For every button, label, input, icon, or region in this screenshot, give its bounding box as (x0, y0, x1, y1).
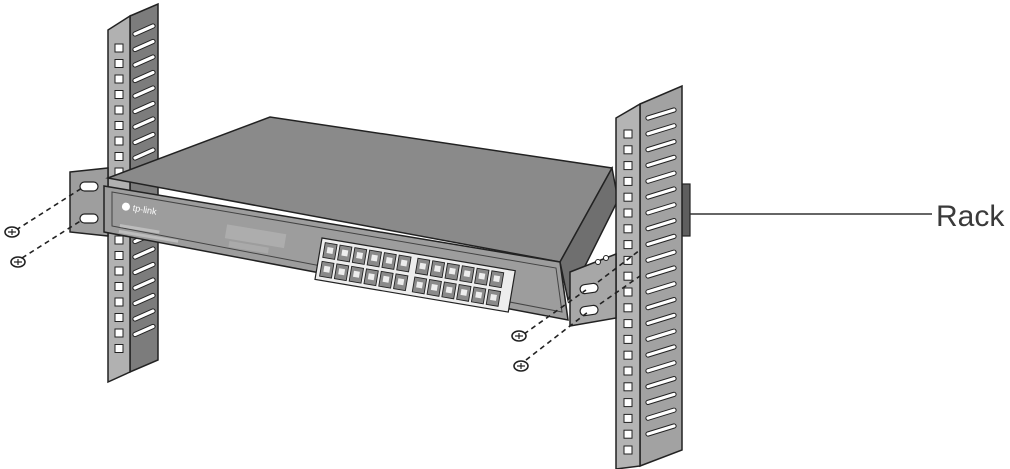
rack-slot (646, 377, 676, 389)
rack-hole (623, 366, 633, 376)
rack-slot (646, 155, 676, 167)
rack-slot (133, 55, 155, 67)
rack-slot (646, 203, 676, 215)
screw-bottom-left (10, 256, 26, 268)
network-switch: tp-link (103, 116, 619, 321)
rack-callout-label: Rack (936, 200, 1005, 233)
rack-hole (623, 240, 633, 250)
rack-hole (623, 398, 633, 408)
rack-slot (646, 329, 676, 341)
left-post-square-holes (114, 43, 124, 353)
rack-hole (623, 413, 633, 423)
left-post-slots (132, 23, 156, 338)
rack-slot (646, 345, 676, 357)
screw-top-right (511, 330, 527, 342)
rack-slot (133, 101, 155, 114)
rack-hole (114, 235, 124, 245)
rack-hole (623, 350, 633, 360)
rack-hole (623, 303, 633, 313)
rack-slot (133, 70, 155, 83)
right-rack-post (615, 84, 691, 469)
rack-hole (114, 297, 124, 307)
rack-slot (646, 108, 676, 120)
rack-hole (114, 313, 124, 322)
rack-hole (114, 328, 124, 338)
blurred-label-area (224, 224, 287, 254)
rack-hole (623, 429, 633, 439)
rack-hole (623, 271, 633, 281)
rack-hole (114, 105, 124, 115)
rack-slot (646, 361, 676, 373)
rack-slot (133, 247, 155, 259)
right-post-slots (645, 107, 677, 437)
right-mounting-bracket (569, 252, 617, 327)
rack-hole (623, 224, 633, 234)
rack-hole (114, 344, 124, 353)
rack-hole (623, 334, 633, 344)
brand-logo: tp-link (121, 202, 158, 217)
ethernet-ports (319, 242, 505, 307)
left-bracket-hole-upper (79, 181, 99, 192)
brand-logo-icon (121, 202, 130, 211)
rack-slot (646, 140, 676, 152)
rack-hole (114, 90, 124, 99)
rack-hole (114, 74, 124, 84)
rack-slot (646, 171, 676, 183)
rack-slot (646, 250, 676, 262)
rack-slot (646, 187, 676, 199)
rack-hole (623, 129, 633, 139)
rack-slot (133, 148, 155, 160)
rack-hole (623, 176, 633, 186)
rack-slot (646, 313, 676, 325)
rack-slot (133, 293, 155, 306)
rack-hole (623, 445, 633, 455)
rack-slot (133, 309, 155, 321)
rack-slot (646, 408, 676, 420)
right-post-square-holes (623, 129, 633, 455)
rack-slot (133, 132, 155, 145)
left-bracket-hole-lower (79, 213, 99, 224)
right-bracket-hole-lower (579, 304, 599, 317)
rack-hole (623, 192, 633, 202)
rack-slot (646, 266, 676, 278)
rack-slot (133, 39, 155, 52)
port-panel (314, 237, 516, 313)
left-rack-post (107, 2, 159, 384)
rack-hole (623, 287, 633, 297)
rack-hole (623, 319, 633, 329)
rack-slot (133, 324, 155, 337)
screw-top-left (4, 226, 20, 238)
rack-hole (114, 251, 124, 260)
rack-slot (133, 278, 155, 290)
rack-slot (133, 24, 155, 36)
rack-slot (133, 117, 155, 129)
rack-hole (623, 145, 633, 155)
rack-hole (114, 59, 124, 68)
rack-slot (133, 86, 155, 98)
screw-bottom-right (513, 360, 529, 372)
rack-slot (646, 124, 676, 136)
rack-hole (114, 282, 124, 291)
screw-guides (15, 187, 641, 361)
rack-hole (623, 382, 633, 392)
rack-slot (646, 282, 676, 294)
rack-hole (623, 208, 633, 218)
brand-logo-text: tp-link (132, 203, 158, 217)
rack-hole (623, 255, 633, 265)
left-mounting-bracket (69, 167, 109, 237)
model-text-placeholder (118, 224, 179, 243)
rack-slot (646, 298, 676, 310)
rack-hole (114, 121, 124, 130)
rack-slot (646, 424, 676, 436)
rack-hole (114, 152, 124, 161)
rack-slot (646, 234, 676, 246)
rack-hole (623, 161, 633, 171)
rack-hole (114, 43, 124, 53)
rack-slot (133, 262, 155, 275)
rack-slot (646, 219, 676, 231)
rack-slot (646, 392, 676, 404)
rack-hole (114, 266, 124, 276)
rack-hole (114, 136, 124, 146)
